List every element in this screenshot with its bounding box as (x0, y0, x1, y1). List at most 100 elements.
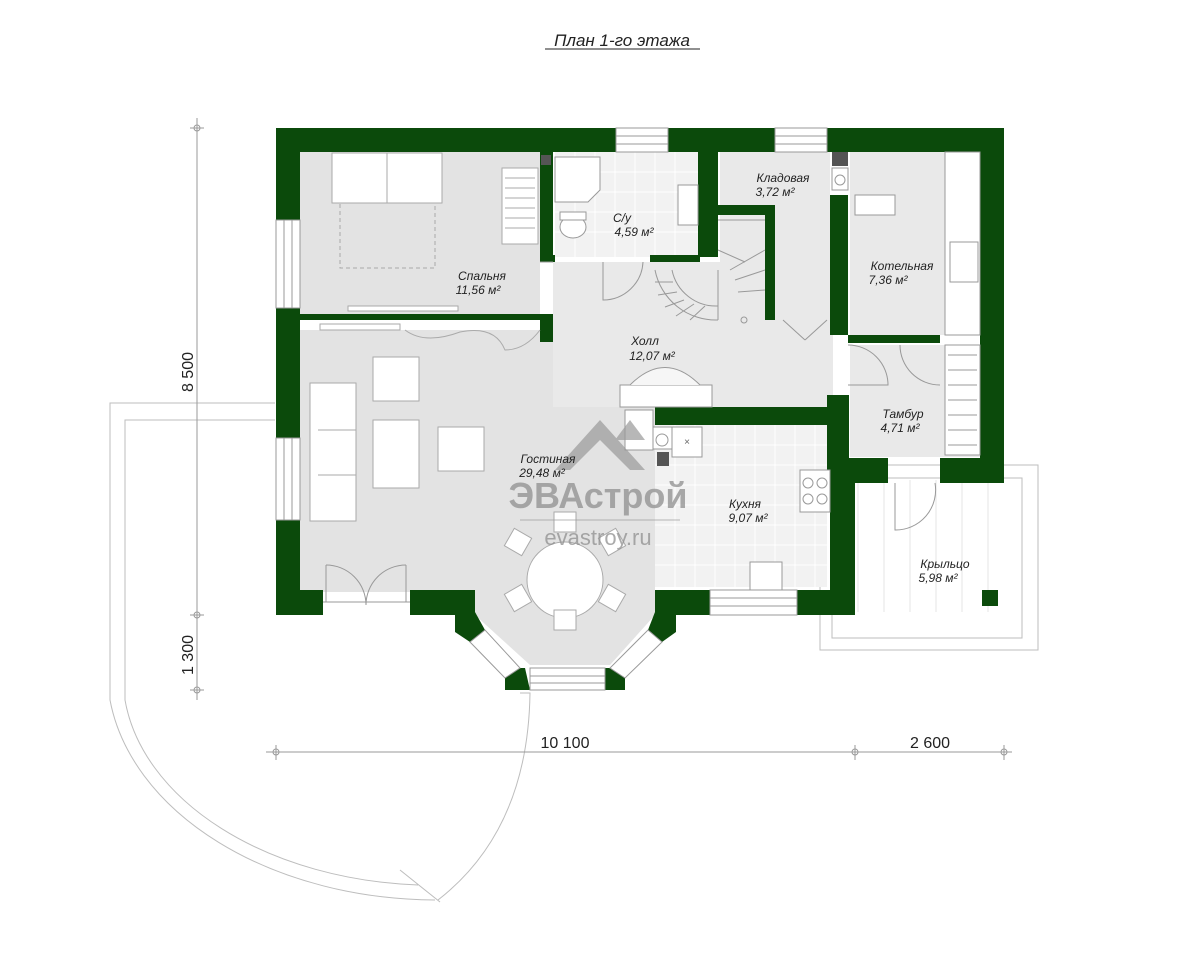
chair-6 (597, 583, 627, 613)
wall-wc-bottom-r (650, 255, 700, 262)
label-bedroom-name: Спальня (458, 269, 506, 283)
label-pantry-name: Кладовая (757, 171, 810, 185)
wall-stairs-top (718, 205, 773, 215)
stove (799, 469, 831, 513)
wall-kitchen-right (830, 458, 855, 615)
wall-bottom-1 (276, 590, 323, 615)
dining-table (526, 541, 604, 619)
boiler (854, 194, 896, 216)
sofa (309, 382, 357, 522)
window-bay-bottom (529, 667, 606, 691)
dim-width-main: 10 100 (541, 735, 590, 752)
armchair-1 (372, 356, 420, 402)
svg-text:×: × (684, 437, 690, 448)
hall-console (619, 384, 713, 408)
watermark: ЭВАстрой evastroy.ru (508, 420, 688, 550)
label-living-area: 29,48 м² (518, 466, 566, 480)
label-hall-name: Холл (630, 334, 659, 348)
staircase (654, 219, 766, 324)
porch-deck (831, 477, 1023, 639)
room-labels: Спальня 11,56 м² С/у 4,59 м² Кладовая 3,… (456, 171, 970, 585)
label-hall-area: 12,07 м² (629, 349, 676, 363)
house-logo-icon (555, 420, 645, 470)
wall-top-mid (668, 128, 775, 152)
tv-living (319, 323, 401, 331)
wall-bedroom-wc (540, 152, 553, 262)
wall-bedroom-corner (540, 314, 553, 342)
chair-5 (503, 583, 533, 613)
living-terrace-door (323, 564, 410, 606)
chair-1 (553, 511, 577, 533)
wall-bottom-2 (410, 590, 475, 615)
label-boiler-area: 7,36 м² (869, 273, 909, 287)
label-wc-area: 4,59 м² (615, 225, 655, 239)
label-porch-name: Крыльцо (920, 557, 970, 571)
boiler-sink (949, 241, 979, 283)
plan-title: План 1-го этажа (554, 31, 690, 50)
wall-top-left (276, 128, 616, 152)
window-wc (615, 127, 669, 153)
wall-top-right (827, 128, 1004, 152)
dimension-lines (190, 118, 1012, 760)
label-kitchen-area: 9,07 м² (729, 511, 769, 525)
label-kitchen-name: Кухня (729, 497, 762, 511)
kitchen-sink (749, 561, 783, 591)
dim-height-main: 8 500 (180, 352, 197, 392)
dim-width-porch: 2 600 (910, 735, 950, 752)
label-pantry-area: 3,72 м² (756, 185, 796, 199)
wall-kitchen-top (655, 407, 827, 425)
chair-3 (503, 527, 533, 557)
bay-floor (420, 592, 655, 665)
wall-wc-stairs (698, 152, 718, 257)
wall-right-bottom (940, 458, 1004, 483)
wall-bottom-3 (655, 590, 710, 615)
floors (300, 152, 980, 665)
bay-wall-1 (455, 612, 485, 642)
doors (540, 261, 941, 531)
kitchen-vent-icon (657, 452, 669, 466)
toilet-tank (559, 211, 587, 221)
porch-post (982, 590, 998, 606)
boiler-fixtures (831, 151, 981, 456)
wall-bedroom-living (300, 314, 553, 320)
bed (339, 202, 436, 269)
window-bay-left (469, 629, 521, 679)
label-vestibule-area: 4,71 м² (881, 421, 921, 435)
wall-stairs-right (765, 205, 775, 320)
label-porch-area: 5,98 м² (919, 571, 959, 585)
wall-pantry-boiler (830, 195, 848, 335)
coffee-table (372, 419, 420, 489)
kitchen-fixtures: × (624, 409, 831, 591)
boiler-vent-icon (832, 152, 848, 166)
fridge (671, 426, 703, 458)
chair-2 (553, 609, 577, 631)
curtain (404, 329, 541, 351)
window-pantry (774, 127, 828, 153)
label-boiler-name: Котельная (871, 259, 934, 273)
wall-wc-bottom-l (540, 255, 555, 262)
label-living-name: Гостиная (521, 452, 576, 466)
walls (276, 128, 1004, 690)
bay-wall-2 (648, 612, 676, 642)
label-wc-name: С/у (613, 211, 632, 225)
wall-left-2 (276, 308, 300, 438)
wc-sink (677, 184, 699, 226)
bedroom-furniture (331, 152, 539, 312)
shower (554, 156, 601, 203)
armchair-2 (437, 426, 485, 472)
wall-boiler-vestibule (848, 335, 940, 343)
windows (275, 127, 828, 691)
wall-kitchen-vestibule (827, 395, 849, 470)
wall-right (980, 128, 1004, 483)
watermark-site: evastroy.ru (544, 525, 651, 550)
label-vestibule-name: Тамбур (882, 407, 923, 421)
chair-4 (597, 527, 627, 557)
window-bedroom (275, 219, 301, 309)
window-kitchen (709, 589, 798, 616)
window-bay-right (609, 629, 663, 679)
wc-vent-icon (541, 155, 551, 165)
wardrobe (501, 167, 539, 245)
watermark-brand: ЭВАстрой (508, 475, 687, 516)
tv-bedroom (347, 305, 459, 312)
